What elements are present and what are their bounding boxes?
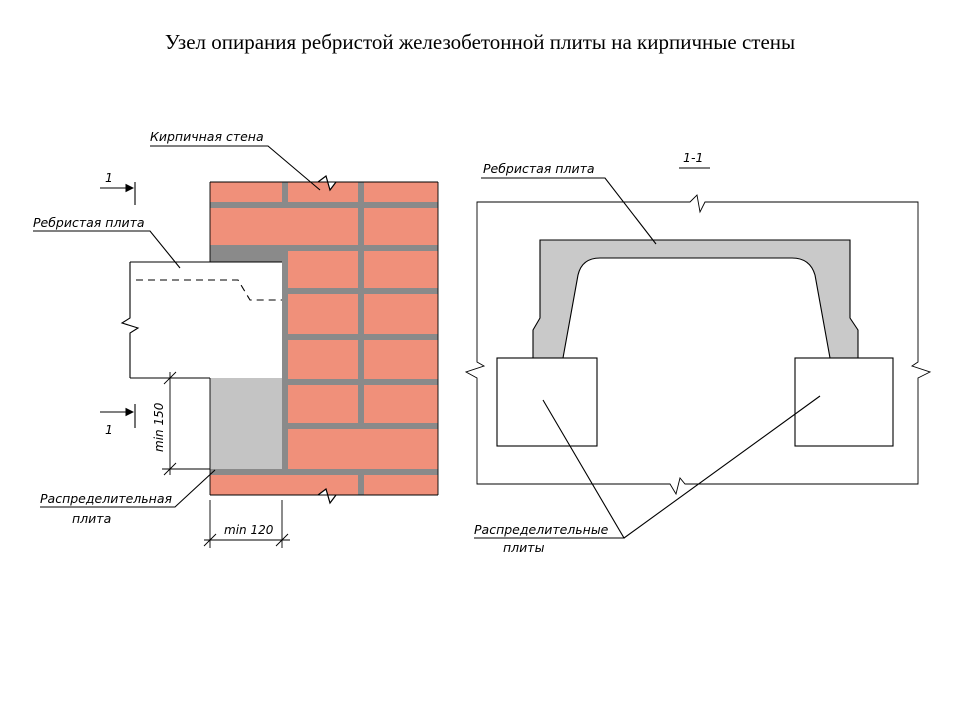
label-distribution-pad: Распределительная — [40, 491, 172, 506]
ribbed-slab-section — [532, 239, 859, 359]
page-title: Узел опирания ребристой железобетонной п… — [164, 30, 796, 54]
section-mark-top: 1 — [105, 170, 113, 185]
distribution-pad-left — [210, 378, 282, 469]
label-distribution-pads-2: плиты — [503, 540, 545, 555]
dim-min-150: min 150 — [152, 402, 166, 452]
distribution-pad-left-section — [496, 357, 598, 447]
label-brick-wall: Кирпичная стена — [150, 129, 264, 144]
section-mark-bottom: 1 — [105, 422, 113, 437]
label-distribution-pad-2: плита — [72, 511, 111, 526]
label-ribbed-slab-left: Ребристая плита — [33, 215, 145, 230]
slab-left — [130, 262, 282, 378]
label-distribution-pads: Распределительные — [474, 522, 609, 537]
dim-min-120: min 120 — [224, 523, 274, 537]
label-ribbed-slab-right: Ребристая плита — [483, 161, 595, 176]
distribution-pad-right-section — [794, 357, 894, 447]
brick-wall — [210, 182, 438, 495]
section-title-1-1: 1-1 — [683, 150, 703, 165]
